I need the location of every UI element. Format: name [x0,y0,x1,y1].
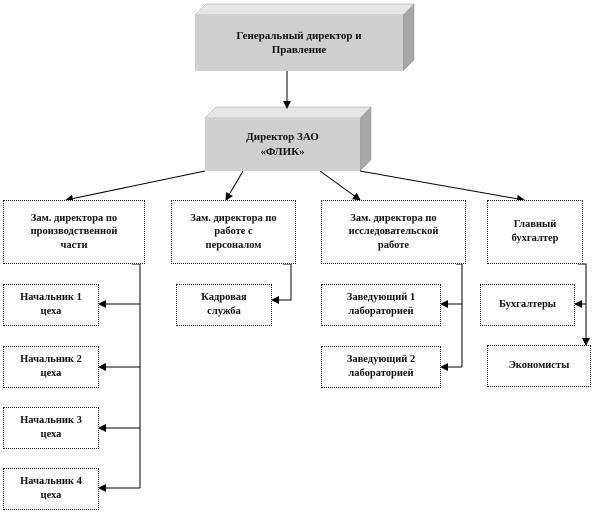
shop-head-3-label: Начальник 3 цеха [20,415,82,440]
lab-head-2-box: Заведующий 2 лабораторией [321,346,441,388]
deputy-personnel-box: Зам. директора по работе с персоналом [171,200,296,264]
zao-director-label: Директор ЗАО «ФЛИК» [246,131,319,158]
shop-head-4-box: Начальник 4 цеха [3,468,99,510]
economists-label: Экономисты [508,360,570,372]
accountants-box: Бухгалтеры [480,284,575,326]
lab-head-2-label: Заведующий 2 лабораторией [346,354,416,379]
general-director-box: Генеральный директор и Правление [195,15,403,71]
deputy-research-label: Зам. директора по исследовательской рабо… [348,212,439,251]
chief-accountant-label: Главный бухгалтер [511,219,559,244]
economists-box: Экономисты [487,345,591,387]
connector-personnel-to-hr [271,263,292,304]
shop-head-4-label: Начальник 4 цеха [20,476,82,501]
deputy-personnel-label: Зам. директора по работе с персоналом [190,212,277,251]
shop-head-3-box: Начальник 3 цеха [3,407,99,449]
connector-accountant-trunk [578,263,587,333]
zao-director-box: Директор ЗАО «ФЛИК» [205,118,360,171]
connector-zao-to-personnel [225,170,244,201]
shop-head-1-box: Начальник 1 цеха [3,284,99,326]
lab-head-1-box: Заведующий 1 лабораторией [321,284,441,326]
connector-production-trunk [132,263,141,488]
connector-zao-to-research [319,170,361,201]
zao-director-box-top [204,106,372,119]
shop-head-2-box: Начальник 2 цеха [3,346,99,388]
general-director-box-side [402,3,415,72]
shop-head-1-label: Начальник 1 цеха [20,292,82,317]
zao-director-box-side [359,106,372,172]
connector-zao-to-accountant [359,170,525,203]
general-director-label: Генеральный директор и Правление [236,29,362,56]
deputy-research-box: Зам. директора по исследовательской рабо… [321,200,466,264]
chief-accountant-box: Главный бухгалтер [487,200,583,264]
hr-service-box: Кадровая служба [176,284,272,326]
hr-service-label: Кадровая служба [201,292,247,317]
lab-head-1-label: Заведующий 1 лабораторией [346,292,416,317]
general-director-box-top [194,3,415,16]
deputy-production-box: Зам. директора по производственной части [3,200,145,264]
accountants-label: Бухгалтеры [498,299,557,311]
shop-head-2-label: Начальник 2 цеха [20,354,82,379]
connector-zao-to-production [65,170,206,203]
connector-research-trunk [456,263,463,367]
deputy-production-label: Зам. директора по производственной части [30,212,118,251]
